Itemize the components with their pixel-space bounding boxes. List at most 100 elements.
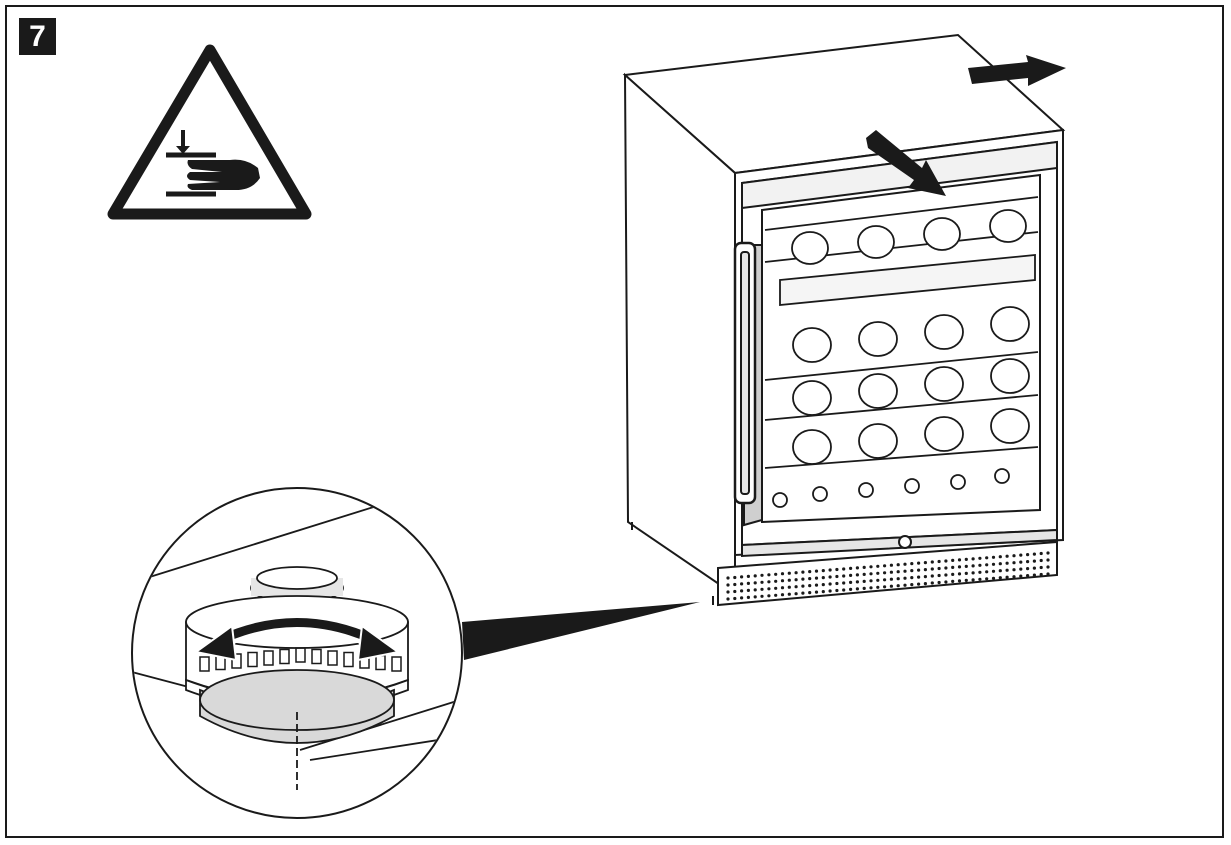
grille-dot	[998, 562, 1002, 566]
grille-dot	[733, 596, 737, 601]
grille-dot	[944, 559, 948, 563]
grille-dot	[794, 585, 798, 589]
grille-dot	[1032, 566, 1036, 570]
grille-dot	[760, 587, 764, 591]
grille-dot	[930, 581, 934, 585]
grille-dot	[1012, 575, 1016, 579]
grille-dot	[746, 595, 751, 600]
grille-dot	[971, 578, 975, 582]
grille-dot	[917, 582, 921, 586]
grille-dot	[937, 566, 941, 571]
grille-dot	[733, 575, 737, 580]
grille-dot	[746, 581, 751, 586]
grille-dot	[903, 576, 907, 580]
grille-dot	[794, 571, 798, 575]
grille-dot	[964, 571, 968, 576]
grille-dot	[957, 579, 962, 583]
grille-dot	[814, 569, 819, 573]
grille-dot	[753, 595, 757, 599]
grille-dot	[740, 582, 744, 586]
grille-dot	[876, 585, 880, 589]
grille-dot	[957, 565, 962, 569]
foot-rib	[311, 648, 322, 665]
grille-dot	[903, 583, 907, 587]
foot-rib	[279, 648, 290, 665]
arrow-forward-icon	[866, 130, 946, 196]
grille-dot	[1019, 560, 1023, 564]
grille-dot	[767, 594, 771, 598]
grille-dot	[726, 590, 730, 594]
grille-dot	[1005, 561, 1009, 565]
grille-dot	[780, 579, 785, 583]
grille-dot	[767, 573, 771, 577]
grille-dot	[780, 593, 785, 597]
grille-dot	[923, 582, 928, 586]
step-number-badge: 7	[19, 18, 56, 55]
grille-dot	[991, 562, 996, 566]
foot-rib	[343, 651, 354, 668]
grille-dot	[896, 584, 900, 588]
grille-dot	[1046, 558, 1050, 562]
grille-dot	[774, 586, 778, 590]
grille-dot	[930, 560, 934, 564]
grille-dot	[774, 593, 778, 597]
grille-dot	[896, 563, 900, 567]
grille-dot	[917, 575, 921, 579]
grille-dot	[862, 572, 866, 577]
grille-dot	[862, 586, 866, 591]
grille-dot	[1046, 551, 1050, 555]
grille-dot	[930, 567, 934, 571]
grille-dot	[1019, 567, 1023, 571]
grille-dot	[726, 597, 730, 601]
grille-dot	[937, 573, 941, 578]
grille-dot	[964, 564, 968, 569]
foot-rib	[263, 650, 274, 666]
grille-dot	[889, 584, 894, 588]
grille-dot	[964, 578, 968, 583]
grille-dot	[1019, 574, 1023, 578]
grille-dot	[971, 564, 975, 568]
grille-dot	[828, 589, 832, 593]
grille-dot	[808, 591, 812, 595]
ventilation-grille	[726, 551, 1050, 601]
grille-dot	[835, 588, 839, 593]
grille-dot	[869, 579, 873, 583]
grille-dot	[985, 563, 989, 567]
grille-dot	[896, 570, 900, 574]
grille-dot	[849, 566, 853, 571]
grille-dot	[821, 583, 825, 587]
grille-dot	[889, 577, 894, 581]
grille-dot	[923, 568, 928, 572]
zoom-pointer	[462, 602, 700, 660]
grille-dot	[787, 585, 791, 589]
grille-dot	[767, 587, 771, 591]
grille-dot	[801, 570, 805, 574]
double-arrow-rotate-icon	[193, 613, 401, 662]
grille-dot	[740, 589, 744, 593]
grille-dot	[923, 561, 928, 565]
grille-dot	[903, 569, 907, 573]
grille-dot	[849, 573, 853, 578]
grille-dot	[964, 557, 968, 562]
grille-dot	[753, 574, 757, 578]
grille-dot	[787, 571, 791, 575]
grille-dot	[998, 555, 1002, 559]
grille-dot	[883, 571, 887, 575]
grille-dot	[985, 556, 989, 560]
grille-dot	[971, 557, 975, 561]
grille-dot	[1005, 575, 1009, 579]
grille-dot	[917, 568, 921, 572]
grille-dot	[1012, 554, 1016, 558]
grille-dot	[1026, 574, 1030, 578]
grille-dot	[828, 575, 832, 579]
grille-dot	[978, 570, 982, 574]
grille-dot	[951, 572, 955, 577]
grille-dot	[801, 577, 805, 581]
grille-dot	[760, 580, 764, 584]
grille-dot	[1005, 554, 1009, 558]
grille-dot	[991, 569, 996, 573]
grille-dot	[1026, 553, 1030, 557]
grille-dot	[951, 565, 955, 570]
grille-dot	[923, 575, 928, 579]
grille-dot	[767, 580, 771, 584]
